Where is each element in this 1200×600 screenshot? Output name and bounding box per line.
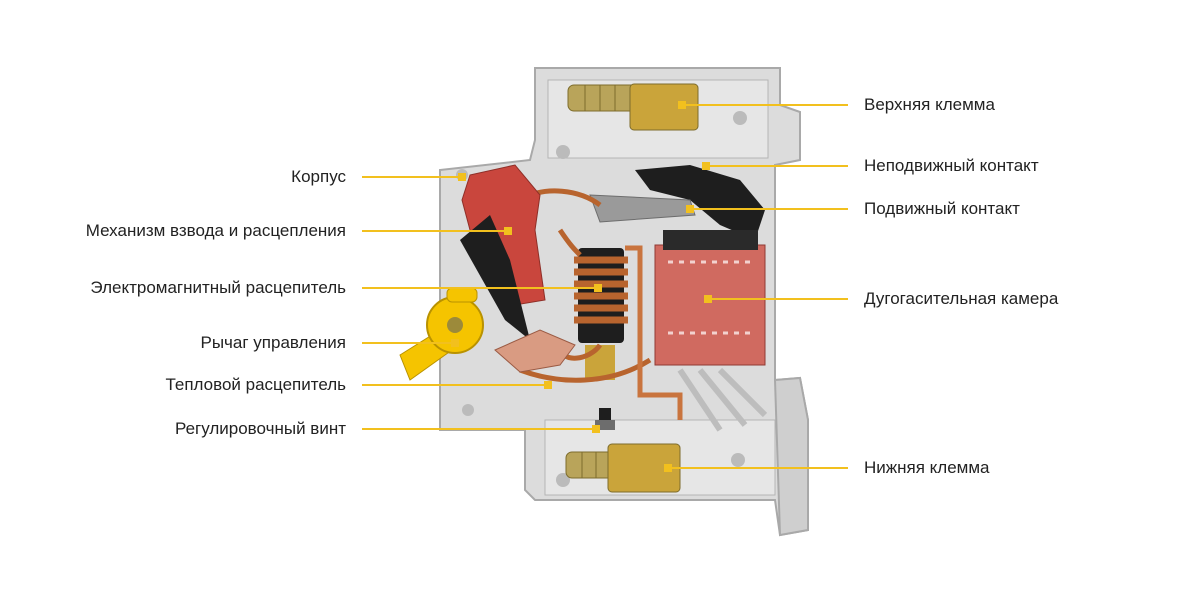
leader-marker-moving-contact xyxy=(686,205,694,213)
label-magnetic-release: Электромагнитный расцепитель xyxy=(90,278,346,297)
leader-marker-lower-terminal xyxy=(664,464,672,472)
leader-marker-fixed-contact xyxy=(702,162,710,170)
leader-marker-adjust-screw xyxy=(592,425,600,433)
label-lower-terminal: Нижняя клемма xyxy=(864,458,990,477)
leader-marker-mechanism xyxy=(504,227,512,235)
label-adjust-screw: Регулировочный винт xyxy=(174,419,346,438)
bus-bar xyxy=(625,245,683,420)
fixed-contact-shape xyxy=(635,165,765,240)
mechanism-shape xyxy=(461,164,546,306)
label-thermal-release: Тепловой расцепитель xyxy=(165,375,346,394)
label-housing: Корпус xyxy=(291,167,346,186)
leader-marker-control-lever xyxy=(451,339,459,347)
arc-chamber-shape xyxy=(654,230,768,432)
label-upper-terminal: Верхняя клемма xyxy=(864,95,995,114)
thermal-release-shape xyxy=(494,329,576,373)
leader-marker-arc-chamber xyxy=(704,295,712,303)
copper-wire xyxy=(518,188,652,383)
moving-contact-shape xyxy=(589,194,696,223)
upper-terminal-shape xyxy=(567,83,699,131)
leader-marker-housing xyxy=(458,173,466,181)
label-arc-chamber: Дугогасительная камера xyxy=(864,289,1059,308)
label-fixed-contact: Неподвижный контакт xyxy=(864,156,1039,175)
leader-marker-thermal-release xyxy=(544,381,552,389)
leader-lines xyxy=(362,101,848,472)
mechanism-black-arm xyxy=(460,215,530,340)
lower-terminal-shape xyxy=(565,443,681,493)
adjust-screw-shape xyxy=(595,408,615,430)
leader-marker-upper-terminal xyxy=(678,101,686,109)
label-mechanism: Механизм взвода и расцепления xyxy=(85,221,346,240)
label-control-lever: Рычаг управления xyxy=(200,333,346,352)
leader-marker-magnetic-release xyxy=(594,284,602,292)
label-moving-contact: Подвижный контакт xyxy=(864,199,1020,218)
